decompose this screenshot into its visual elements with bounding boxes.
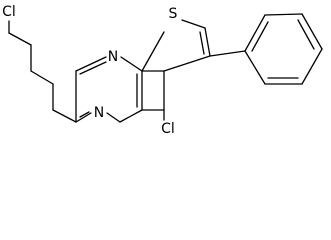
bond-ph-6-1 <box>244 50 266 85</box>
phenyl-ring <box>209 13 323 85</box>
bond-c7a-s <box>141 31 165 72</box>
atom-cl-bottom: Cl <box>161 121 175 137</box>
bond-c6-c5 <box>204 27 211 57</box>
chlorobutyl-chain <box>8 20 77 123</box>
bond-c4-c4a <box>119 109 143 123</box>
atom-cl-top: Cl <box>2 4 16 20</box>
bond-s-c6 <box>181 19 206 29</box>
bond-ph-3-4 <box>301 13 323 50</box>
pyrimidine-ring <box>75 56 143 123</box>
bond-n1-c2-inner <box>79 61 107 75</box>
bond-ph-3-4-inner <box>297 19 315 50</box>
bond-c5-c4a <box>163 55 211 72</box>
atom-n-ring-2: N <box>94 105 104 121</box>
bond-n1-c2 <box>75 56 107 72</box>
atom-n-ring-1: N <box>108 49 118 65</box>
molecule-structure-diagram: Cl S N N Cl <box>2 4 323 137</box>
bond-c6-c5-inner <box>199 31 205 55</box>
bond-ph-1-2-inner <box>251 21 269 52</box>
bond-c1-c2 <box>8 32 32 46</box>
bond-c7a-n1 <box>120 56 143 72</box>
bond-ph-2-3 <box>264 13 303 16</box>
bond-c2-n3-inner <box>79 111 90 118</box>
bond-n3-c4 <box>106 112 121 123</box>
atom-sulfur: S <box>169 6 178 22</box>
bond-ph-1-2 <box>244 14 266 52</box>
thiophene-ring <box>141 19 211 121</box>
bond-ph-4-5 <box>301 48 323 85</box>
bond-c5-phenyl <box>209 50 246 57</box>
bond-c5-ring <box>52 109 77 123</box>
atom-labels: Cl S N N Cl <box>2 4 177 137</box>
bond-c3-c4 <box>30 70 54 85</box>
bond-c2-n3 <box>75 112 92 123</box>
